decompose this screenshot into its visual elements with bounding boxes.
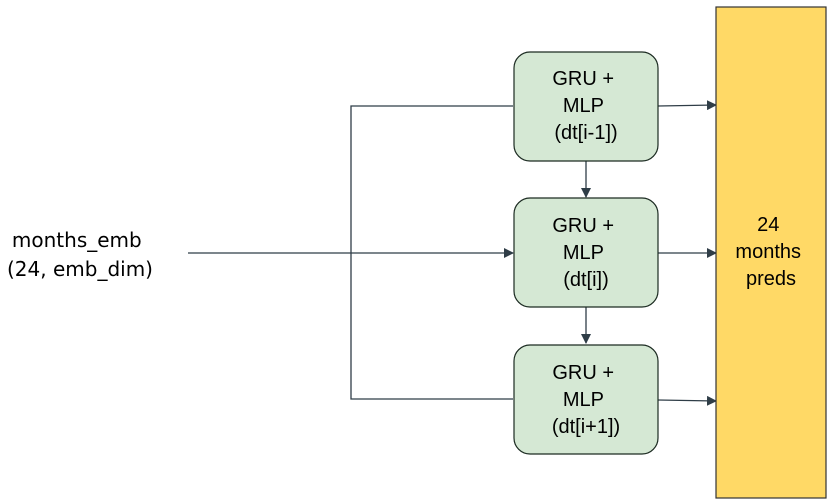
connectors xyxy=(188,100,717,406)
output-label: 24 months preds xyxy=(735,214,806,290)
gru-mlp-block-prev: GRU + MLP (dt[i-1]) xyxy=(513,51,659,162)
block-label: GRU + MLP (dt[i]) xyxy=(552,215,619,291)
output-bar xyxy=(715,6,827,499)
block-label: GRU + MLP (dt[i+1]) xyxy=(552,362,620,438)
input-label: months_emb (24, emb_dim) xyxy=(7,228,153,281)
block-label: GRU + MLP (dt[i-1]) xyxy=(552,68,619,144)
branch-line-top xyxy=(350,105,513,253)
branch-line-bottom xyxy=(350,253,513,400)
gru-mlp-block-next: GRU + MLP (dt[i+1]) xyxy=(513,344,659,455)
gru-mlp-block-current: GRU + MLP (dt[i]) xyxy=(513,197,659,308)
arrow-block1-to-output xyxy=(657,100,717,111)
arrow-block3-to-output xyxy=(657,395,717,406)
